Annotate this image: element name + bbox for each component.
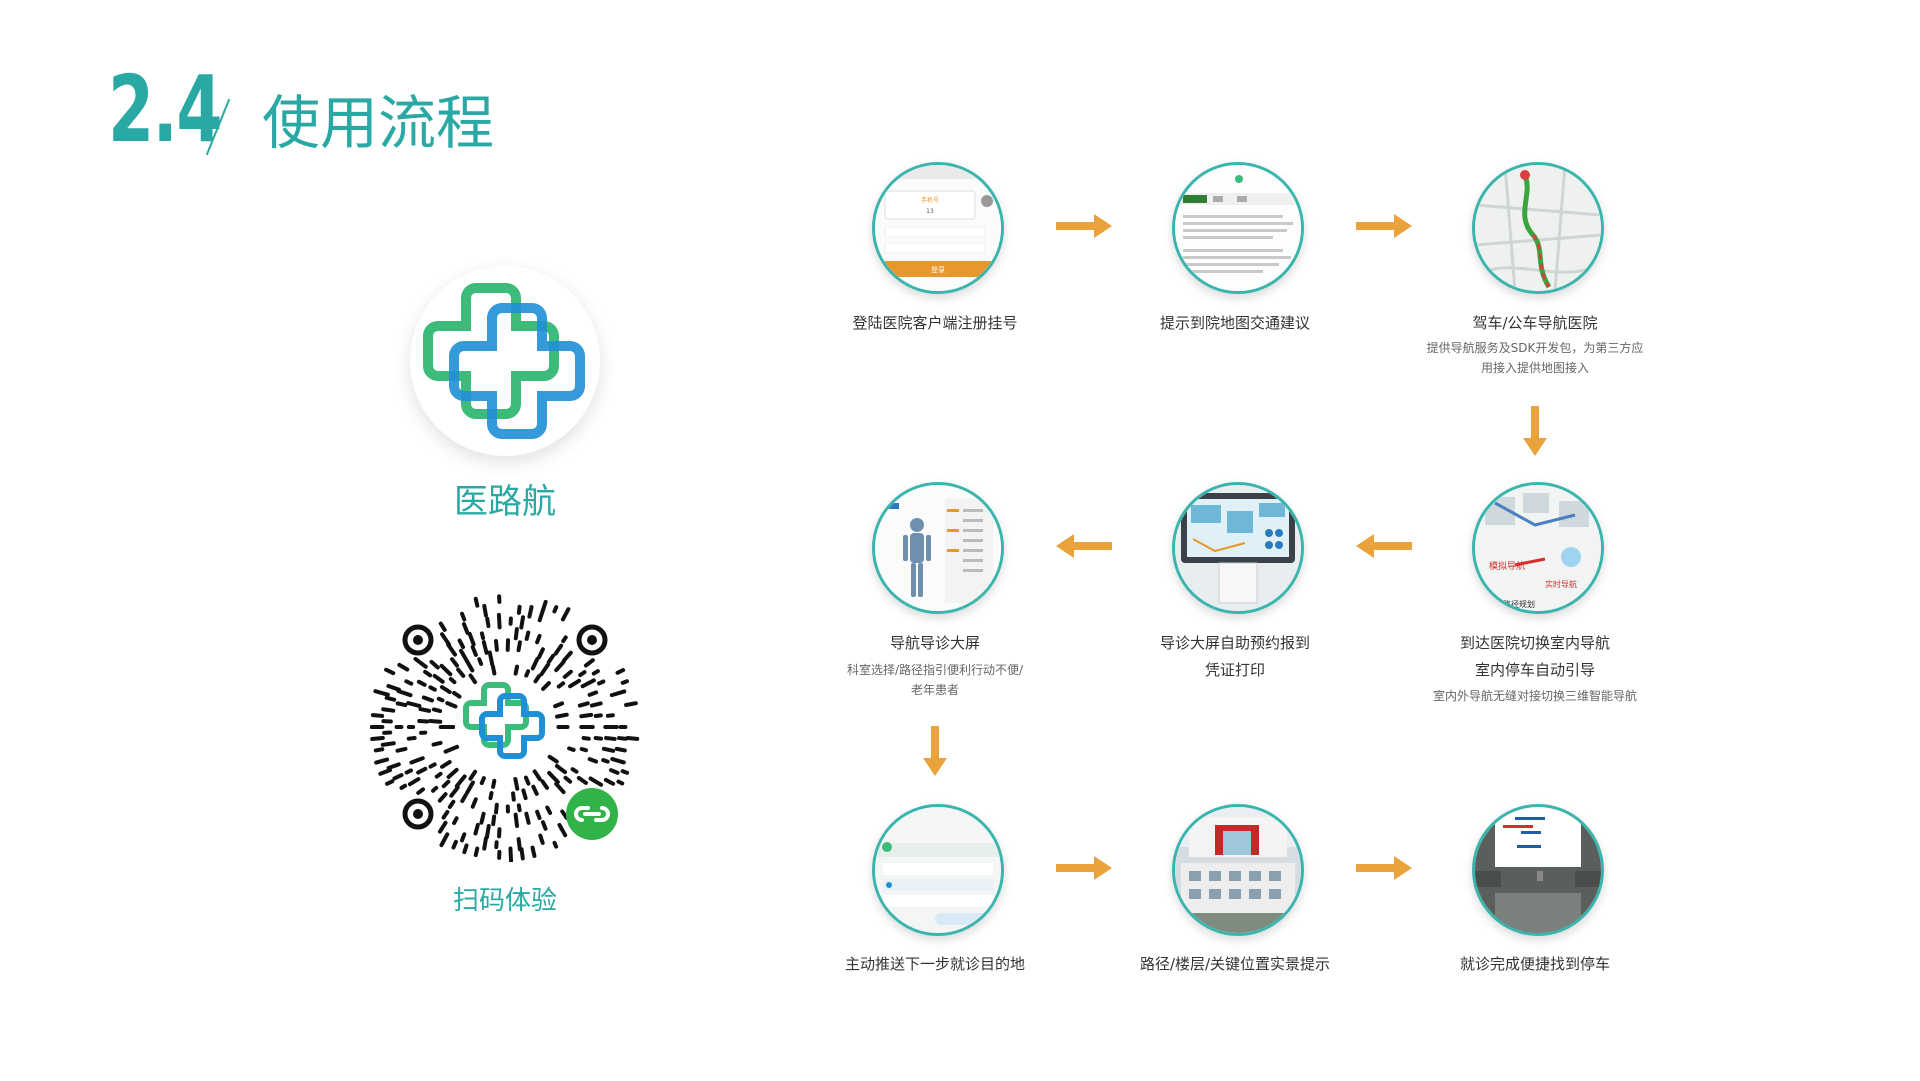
arrow-right-icon — [1356, 856, 1412, 880]
step-8-label: 路径/楼层/关键位置实景提示 — [1139, 955, 1331, 973]
step-4-label: 到达医院切换室内导航 — [1459, 634, 1610, 652]
step-3-desc-line2: 用接入提供地图接入 — [1480, 361, 1589, 375]
step-7-screenshot — [872, 804, 1004, 936]
step-3-screenshot — [1472, 162, 1604, 294]
step-6-desc-line1: 科室选择/路径指引便利行动不便/ — [846, 663, 1024, 677]
step-4-label-line2: 室内停车自动引导 — [1474, 661, 1595, 679]
step-6-screenshot — [872, 482, 1004, 614]
step-5-label: 导诊大屏自助预约报到 — [1159, 634, 1310, 652]
step-6-desc-line2: 老年患者 — [910, 683, 959, 697]
qr-caption: 扫码体验 — [452, 886, 557, 916]
arrow-left-icon — [1356, 534, 1412, 558]
arrow-right-icon — [1056, 214, 1112, 238]
step-5-screenshot — [1172, 482, 1304, 614]
page-title: 使用流程 — [262, 89, 495, 157]
real-nav-text: 实时导航 — [1545, 579, 1577, 589]
login-button-text: 登录 — [931, 265, 945, 274]
step-2-label: 提示到院地图交通建议 — [1159, 314, 1310, 332]
sim-nav-text: 模拟导航 — [1489, 560, 1525, 572]
arrow-down-icon — [923, 726, 947, 776]
step-7-label: 主动推送下一步就诊目的地 — [844, 955, 1025, 973]
arrow-down-icon — [1523, 406, 1547, 456]
app-logo — [410, 266, 600, 456]
step-3-desc-line1: 提供导航服务及SDK开发包，为第三方应 — [1426, 341, 1644, 355]
step-4-desc: 室内外导航无缝对接切换三维智能导航 — [1432, 689, 1637, 703]
medical-cross-logo-icon — [423, 283, 585, 439]
app-name: 医路航 — [454, 482, 556, 522]
route-plan-text: 路径规划 — [1503, 599, 1535, 609]
arrow-right-icon — [1356, 214, 1412, 238]
step-1-label: 登陆医院客户端注册挂号 — [852, 314, 1018, 332]
qr-code-icon — [369, 594, 640, 864]
section-number: 2.4 — [108, 56, 222, 163]
step-3-label: 驾车/公车导航医院 — [1472, 314, 1598, 332]
step-5-label-line2: 凭证打印 — [1204, 661, 1265, 679]
login-field-value: 13 — [926, 208, 934, 215]
mini-program-code[interactable] — [369, 592, 640, 864]
step-6-label: 导航导诊大屏 — [889, 634, 980, 652]
step-1-screenshot: 手机号 13 登录 — [872, 162, 1004, 294]
login-field-label: 手机号 — [921, 196, 939, 204]
step-4-screenshot: 模拟导航 实时导航 路径规划 — [1472, 482, 1604, 614]
step-9-screenshot — [1472, 804, 1604, 936]
step-2-screenshot — [1172, 162, 1304, 294]
step-9-label: 就诊完成便捷找到停车 — [1459, 955, 1610, 973]
step-8-screenshot — [1172, 804, 1304, 936]
arrow-right-icon — [1056, 856, 1112, 880]
arrow-left-icon — [1056, 534, 1112, 558]
